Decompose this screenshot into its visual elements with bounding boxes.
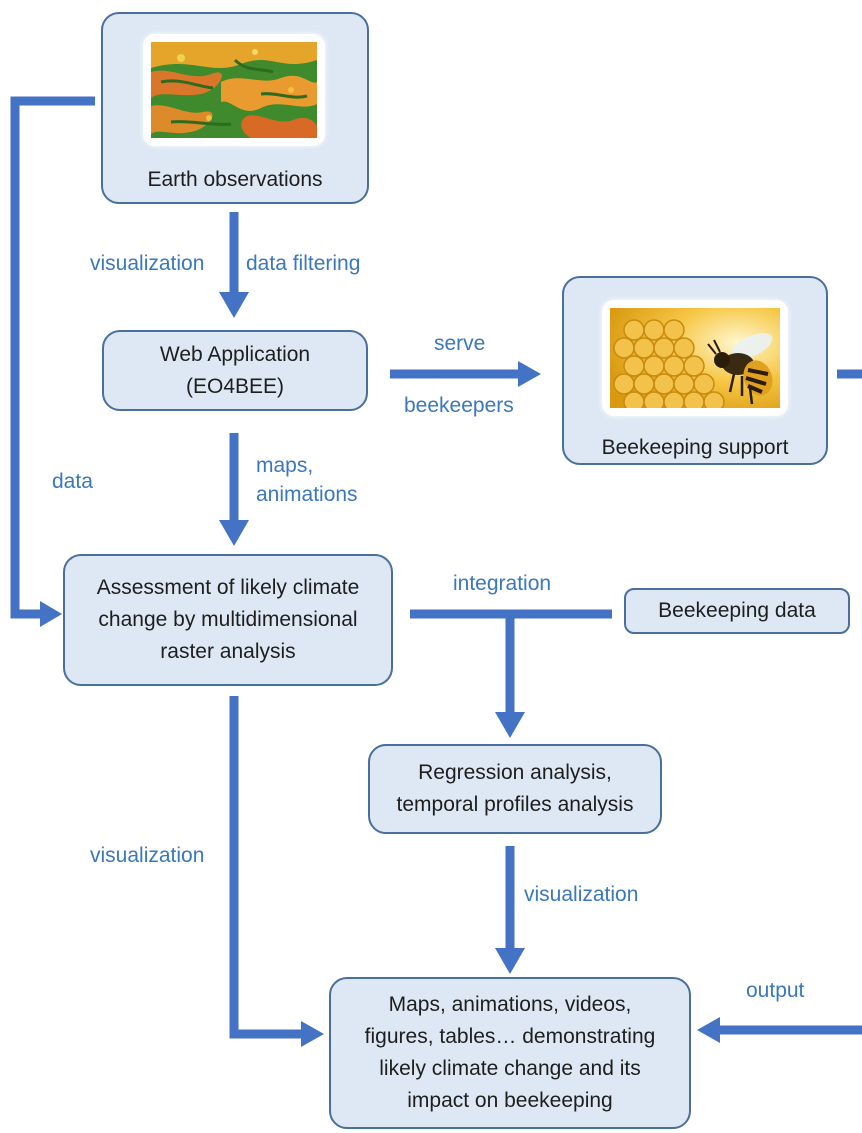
node-outputs-line4: impact on beekeeping — [407, 1089, 613, 1112]
node-web-application-line1: Web Application — [159, 342, 311, 366]
node-assessment-line3: raster analysis — [160, 640, 296, 663]
node-web-application-line2: (EO4BEE) — [185, 374, 285, 398]
node-earth-observations-label: Earth observations — [147, 168, 323, 191]
edge-label-assessment-visualization: visualization — [90, 844, 205, 867]
node-web-application: Web Application (EO4BEE) — [102, 330, 368, 411]
node-assessment: Assessment of likely climate change by m… — [63, 554, 393, 686]
edge-label-beekeepers: beekeepers — [404, 394, 514, 417]
node-beekeeping-support-label: Beekeeping support — [601, 436, 789, 459]
node-regression-line1: Regression analysis, — [418, 761, 612, 784]
node-beekeeping-data: Beekeeping data — [624, 588, 850, 634]
node-regression-line2: temporal profiles analysis — [396, 793, 634, 816]
bee-on-honeycomb-image — [602, 300, 788, 416]
arrow-eo-to-assessment — [10, 96, 95, 619]
node-assessment-line1: Assessment of likely climate — [96, 576, 360, 599]
arrowhead-regression-to-outputs — [495, 948, 525, 974]
edge-label-eo-web-visualization: visualization — [90, 252, 205, 275]
arrowhead-output-to-outputs — [697, 1017, 720, 1043]
node-outputs-line1: Maps, animations, videos, — [388, 993, 632, 1016]
arrowhead-integration-to-regression — [495, 712, 525, 738]
arrowhead-eo-to-web — [219, 292, 249, 318]
arrowhead-assessment-to-outputs — [301, 1021, 324, 1047]
arrowhead-eo-to-assessment — [40, 601, 62, 627]
node-earth-observations: Earth observations — [101, 12, 369, 204]
node-outputs-line2: figures, tables… demonstrating — [364, 1025, 656, 1048]
node-outputs-line3: likely climate change and its — [379, 1057, 641, 1080]
node-beekeeping-data-label: Beekeeping data — [658, 599, 816, 622]
edge-label-serve: serve — [434, 332, 486, 355]
node-beekeeping-support: Beekeeping support — [562, 276, 828, 465]
node-regression: Regression analysis, temporal profiles a… — [368, 744, 662, 834]
arrowhead-web-to-support — [518, 361, 541, 387]
edge-label-maps: maps, — [256, 454, 314, 477]
edge-label-output: output — [746, 979, 805, 1002]
arrow-assessment-to-outputs — [229, 696, 303, 1039]
node-outputs: Maps, animations, videos, figures, table… — [329, 977, 691, 1129]
edge-label-eo-web-data-filtering: data filtering — [246, 252, 361, 275]
terrain-satellite-image — [143, 34, 325, 146]
edge-label-animations: animations — [256, 483, 358, 506]
edge-label-regression-visualization: visualization — [524, 883, 639, 906]
bee-icon — [707, 333, 773, 405]
edge-label-data: data — [52, 470, 93, 493]
arrowhead-web-to-assessment — [219, 520, 249, 546]
edge-label-integration: integration — [453, 572, 552, 595]
node-assessment-line2: change by multidimensional — [98, 608, 358, 631]
